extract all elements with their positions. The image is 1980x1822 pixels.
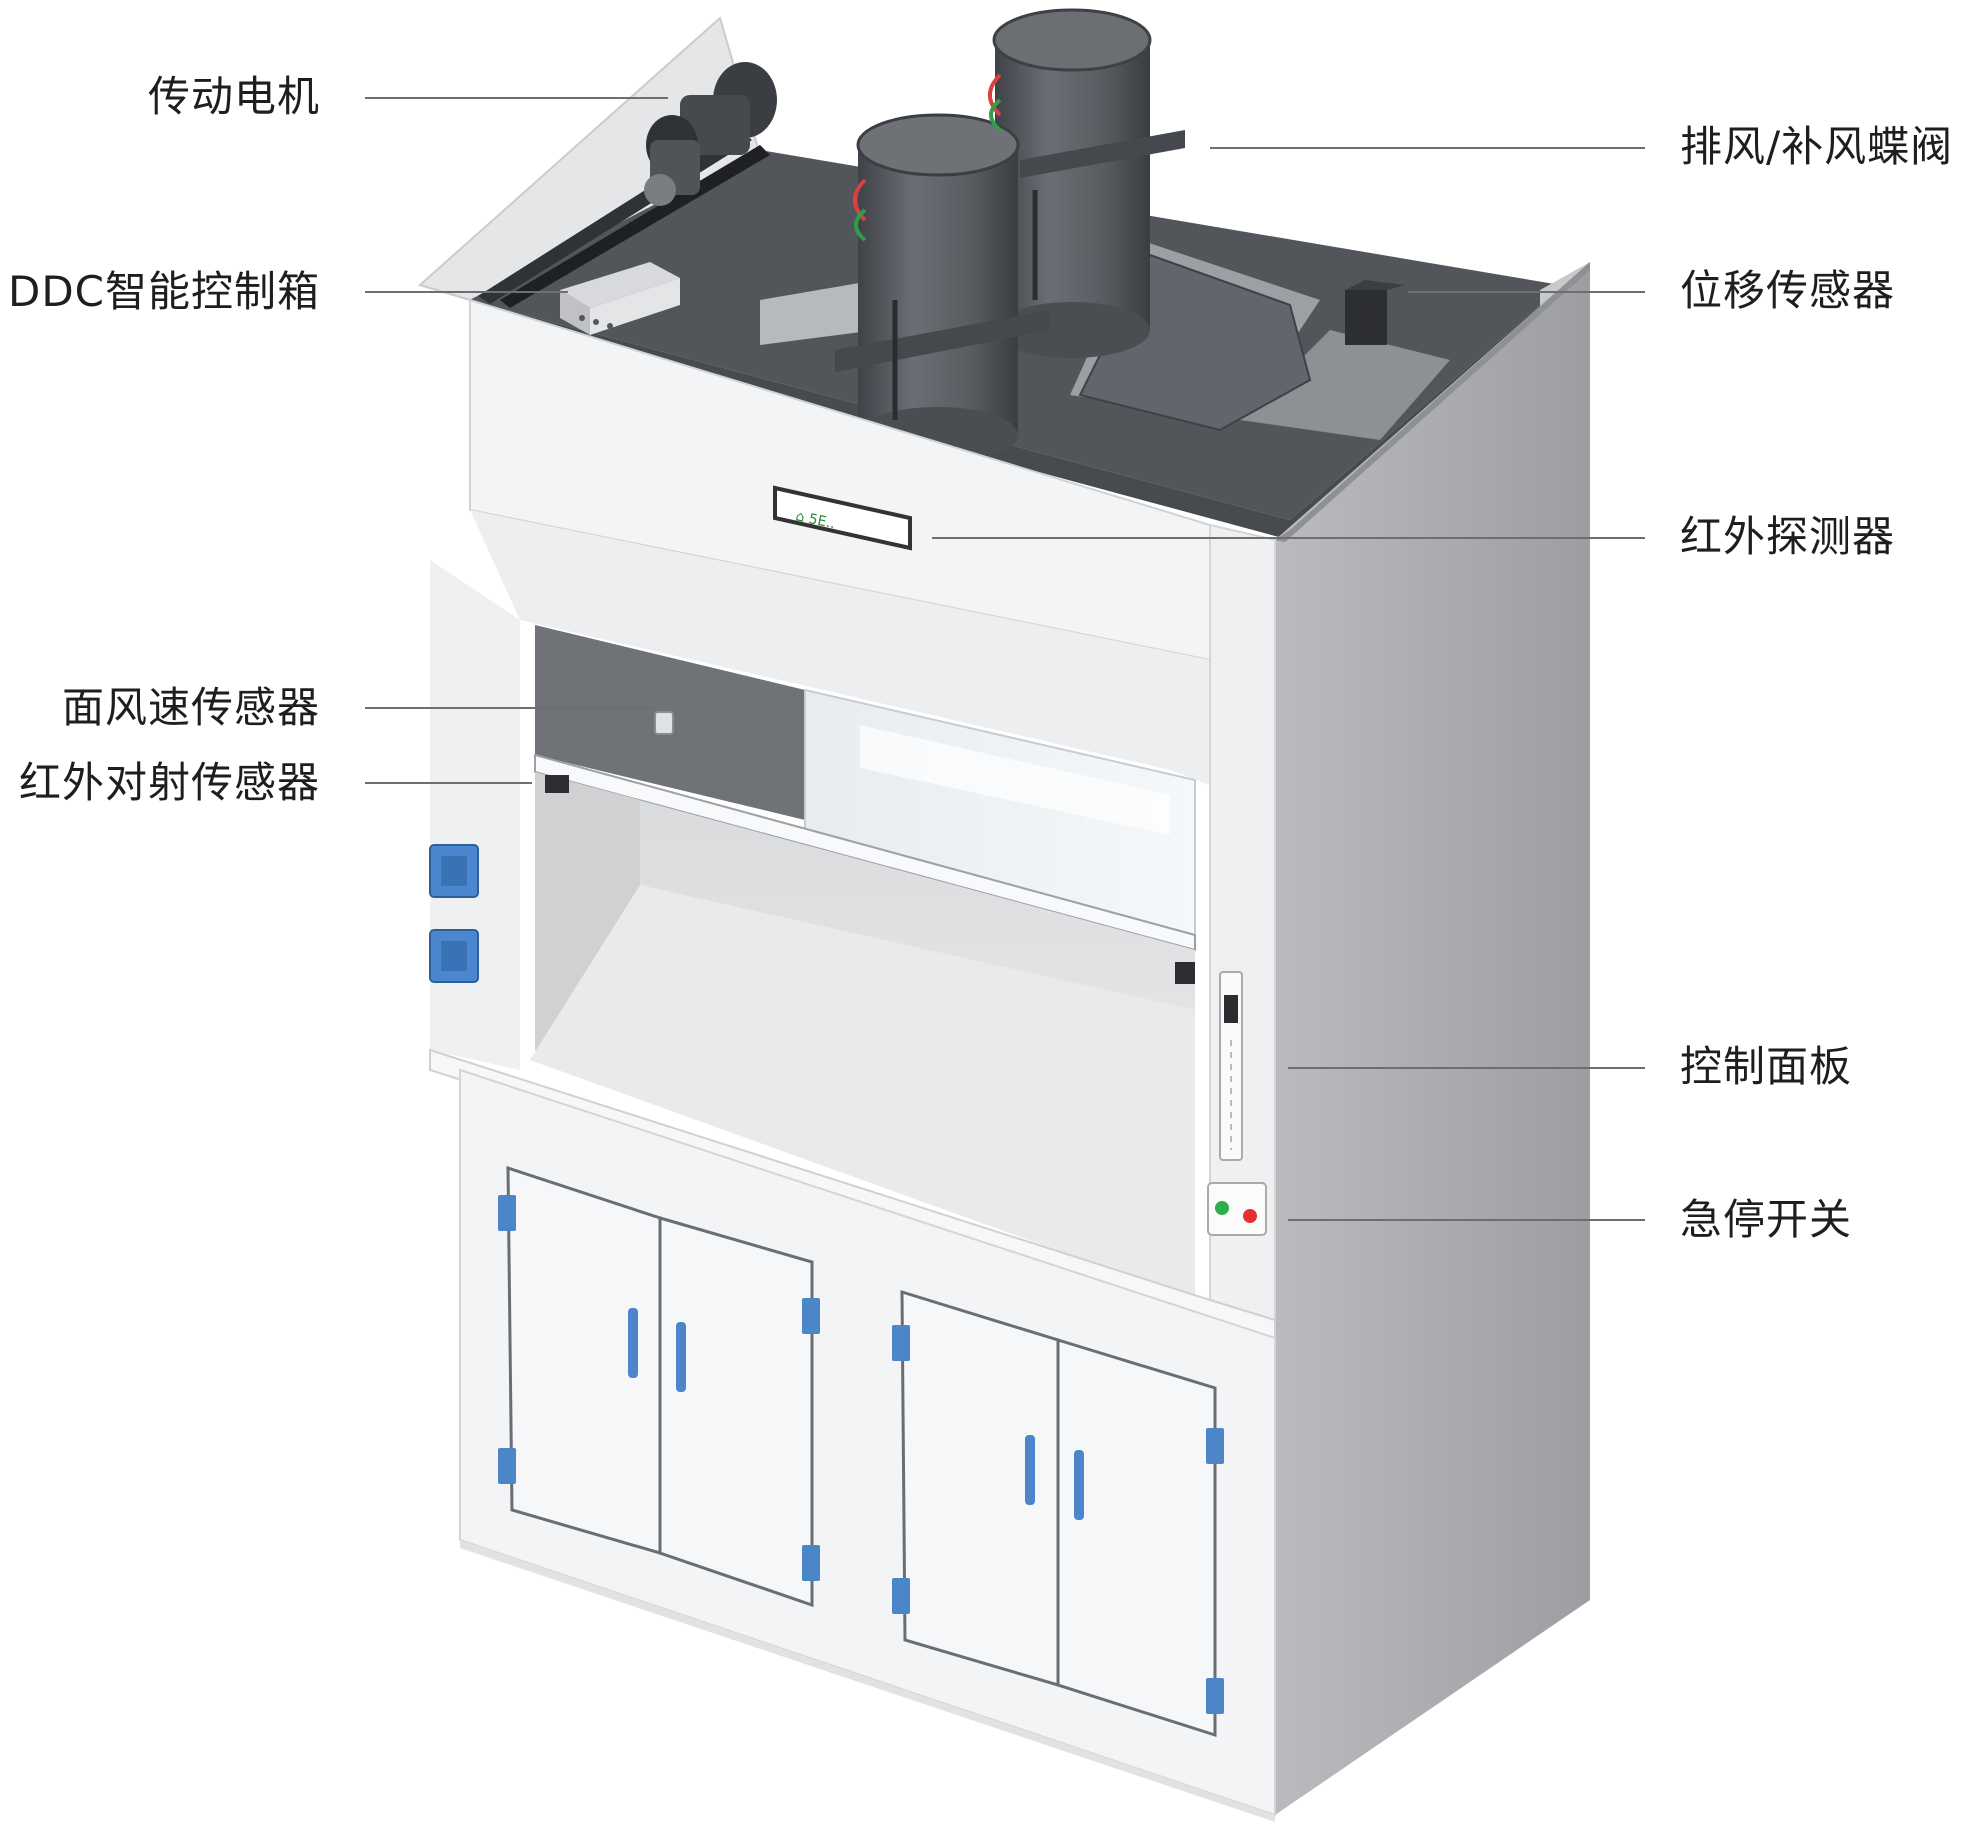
lower-doors	[498, 1165, 1224, 1738]
leader-lines	[365, 97, 1645, 1221]
emergency-stop-panel	[1207, 1182, 1267, 1236]
label-ddc-box: DDC智能控制箱	[7, 267, 320, 316]
label-motor: 传动电机	[147, 72, 320, 121]
control-panel-strip	[1219, 971, 1243, 1161]
cabinet: ⌂ 5E..	[429, 262, 1590, 1822]
label-control-panel: 控制面板	[1680, 1042, 1853, 1091]
label-displacement-sensor: 位移传感器	[1680, 266, 1896, 315]
power-socket-1	[429, 844, 479, 898]
displacement-sensor-block	[1345, 280, 1405, 345]
ducts	[835, 8, 1185, 463]
motor-assembly	[644, 62, 777, 206]
label-ir-detector: 红外探测器	[1680, 512, 1896, 561]
ir-beam-sensor-left	[545, 775, 569, 793]
face-velocity-sensor-knob	[654, 711, 674, 735]
label-face-velocity-sensor: 面风速传感器	[61, 683, 320, 732]
label-emergency-stop: 急停开关	[1680, 1195, 1853, 1244]
power-socket-2	[429, 929, 479, 983]
ir-beam-sensor-right	[1175, 962, 1195, 984]
ddc-control-box	[560, 262, 680, 335]
label-ir-beam-sensor: 红外对射传感器	[18, 758, 320, 807]
label-damper: 排风/补风蝶阀	[1680, 122, 1954, 171]
ir-detector-display: ⌂ 5E..	[773, 485, 912, 551]
